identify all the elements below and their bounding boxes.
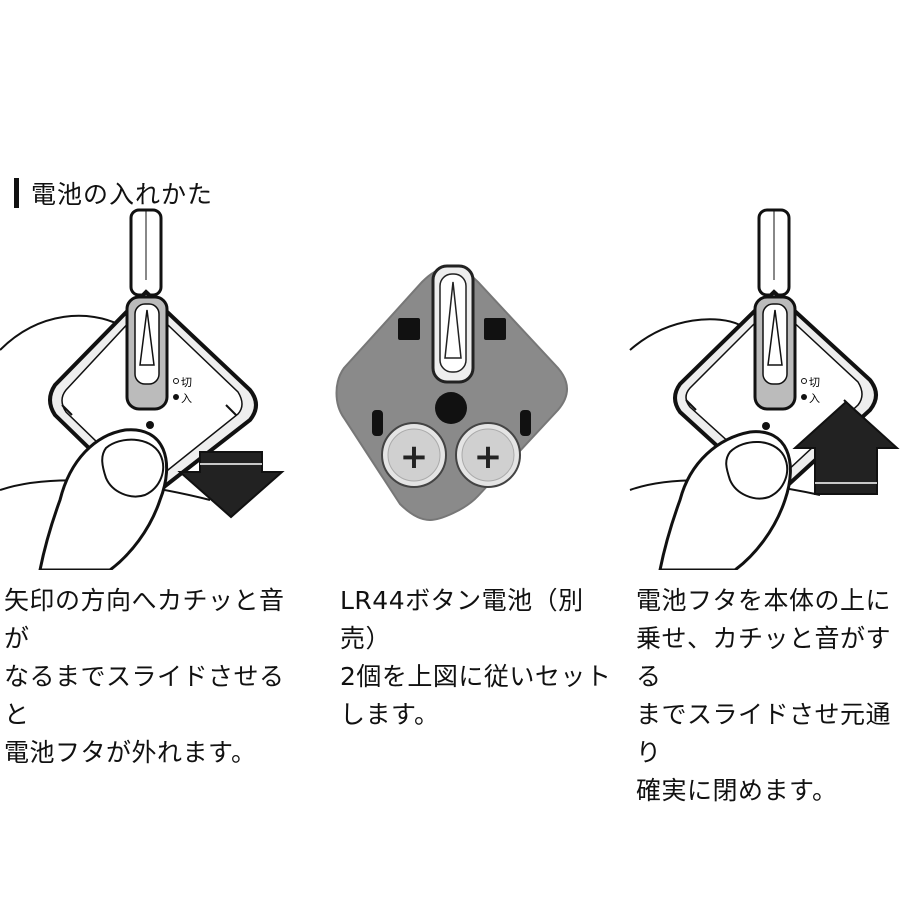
tab-left: [372, 410, 383, 436]
arrow-down-icon: [177, 451, 285, 519]
arrow-up-icon: [792, 400, 900, 495]
battery-right: +: [455, 422, 521, 488]
step1-illustration: 切 入: [0, 208, 285, 570]
step3-illustration: 切 入: [629, 208, 900, 570]
step3-caption: 電池フタを本体の上に 乗せ、カチッと音がする までスライドさせ元通り 確実に閉め…: [636, 586, 892, 805]
thumbnail: [101, 438, 165, 498]
section-heading: 電池の入れかた: [14, 176, 213, 210]
battery-plus-label: +: [474, 437, 503, 477]
contact-right: [484, 318, 506, 340]
battery-plus-label: +: [400, 437, 429, 477]
thumbnail: [725, 440, 789, 500]
tab-right: [520, 410, 531, 436]
switch-label-on: 入: [809, 392, 820, 405]
center-hole: [435, 392, 467, 424]
heading-text: 電池の入れかた: [31, 180, 214, 209]
switch-label-off: 切: [809, 376, 820, 389]
switch-label-on: 入: [181, 392, 192, 405]
step2-caption: LR44ボタン電池（別売） 2個を上図に従いセット します。: [340, 586, 612, 729]
step1-caption: 矢印の方向へカチッと音が なるまでスライドさせると 電池フタが外れます。: [4, 586, 285, 767]
switch-label-off: 切: [181, 376, 192, 389]
step2-illustration: + +: [335, 264, 568, 522]
contact-left: [398, 318, 420, 340]
battery-left: +: [381, 422, 447, 488]
heading-bar: [14, 178, 19, 208]
